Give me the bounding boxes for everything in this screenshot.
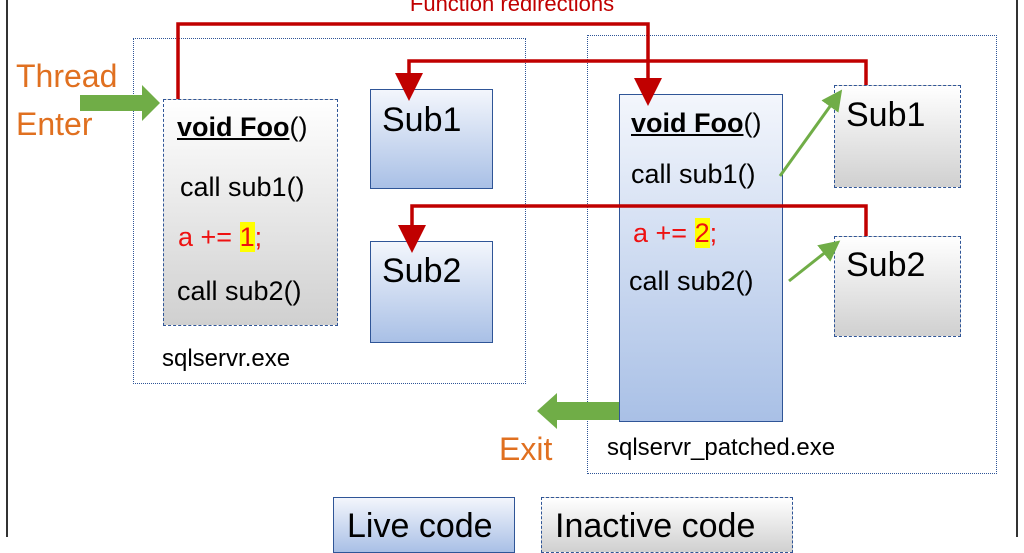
right-foo-keyword: void Foo <box>631 108 744 138</box>
left-module-name: sqlservr.exe <box>162 345 291 372</box>
sqlservr-patched-module-container <box>587 35 997 474</box>
thread-enter-label-line2: Enter <box>16 106 93 142</box>
right-sub1-label: Sub1 <box>846 96 926 134</box>
thread-enter-arrow <box>80 85 160 121</box>
left-foo-box <box>163 99 338 326</box>
right-foo-assignment: a += 2; <box>633 218 717 249</box>
left-assign-value: 1 <box>239 222 255 252</box>
frame-left-edge <box>6 0 8 537</box>
left-foo-call-sub1: call sub1() <box>180 172 305 202</box>
left-foo-call-sub2: call sub2() <box>177 276 302 306</box>
left-foo-keyword: void Foo <box>177 112 290 142</box>
right-foo-signature: void Foo() <box>631 108 761 139</box>
redirect-sub2-arrow <box>398 204 868 253</box>
thread-enter-label-line1: Thread <box>16 58 118 94</box>
diagram-title: Function redirections <box>410 0 614 16</box>
redirect-foo-arrow <box>176 22 662 106</box>
call-sub1-arrow <box>778 89 843 177</box>
left-assign-prefix: a += <box>178 222 240 252</box>
exit-arrow <box>537 393 619 429</box>
right-foo-parens: () <box>743 108 762 138</box>
left-foo-assignment: a += 1; <box>178 222 262 253</box>
left-sub2-box <box>370 241 493 343</box>
right-foo-call-sub1: call sub1() <box>631 159 756 189</box>
right-assign-value: 2 <box>694 218 710 248</box>
right-sub2-label: Sub2 <box>846 246 926 284</box>
arrows-overlay: Function redirections <box>80 0 868 429</box>
right-foo-call-sub2: call sub2() <box>629 266 754 296</box>
sqlservr-module-container <box>133 38 526 384</box>
left-sub2-label: Sub2 <box>382 252 462 290</box>
left-sub1-label: Sub1 <box>382 101 462 139</box>
right-foo-box <box>619 94 783 422</box>
left-assign-suffix: ; <box>254 222 263 252</box>
frame-right-edge <box>1016 0 1018 537</box>
right-sub1-box <box>834 85 961 188</box>
exit-label: Exit <box>499 431 553 467</box>
right-assign-prefix: a += <box>633 218 695 248</box>
left-foo-parens: () <box>289 112 308 142</box>
right-assign-suffix: ; <box>709 218 718 248</box>
right-module-name: sqlservr_patched.exe <box>607 434 836 461</box>
left-foo-signature: void Foo() <box>177 112 307 143</box>
left-sub1-box <box>370 89 493 189</box>
right-sub2-box <box>834 236 961 337</box>
call-sub2-arrow <box>788 240 841 283</box>
redirect-sub1-arrow <box>395 59 868 101</box>
